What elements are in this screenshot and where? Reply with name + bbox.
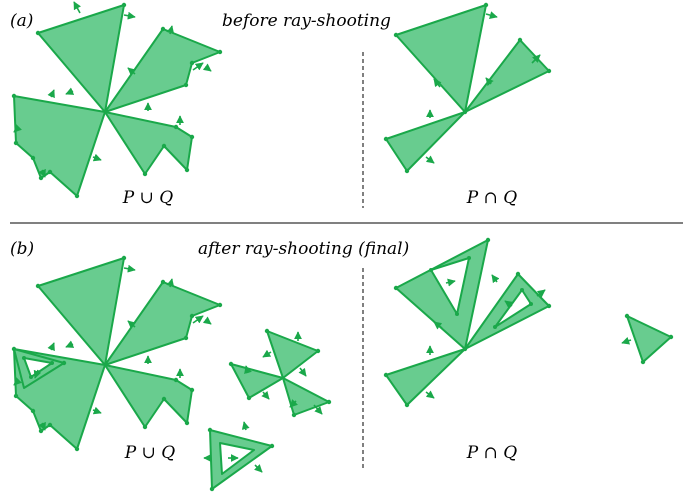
panel-a-label: (a) (10, 11, 33, 31)
panel-a-caption: before ray-shooting (222, 11, 391, 31)
panel-a-intersection-vertices (383, 2, 552, 174)
panel-b-union-vertices (11, 255, 223, 452)
panel-a-intersection-label: P ∩ Q (466, 188, 517, 208)
panel-b-union-label: P ∪ Q (124, 443, 175, 463)
union-bottom-fan (104, 111, 193, 175)
union-top-triangle (37, 4, 125, 113)
panel-a-union-vertices (11, 2, 223, 199)
panel-b-union-shape (13, 257, 221, 450)
panel-b-union-arrows (13, 264, 212, 431)
panel-a-intersection-shape (385, 4, 550, 172)
panel-b-holed-triangle (203, 421, 275, 492)
union-right-fan (104, 28, 221, 113)
panel-b-intersection-shape (385, 239, 672, 406)
panel-b-intersection-label: P ∩ Q (466, 443, 517, 463)
panel-b-pinwheel-arrows (244, 331, 323, 415)
panel-a-union-shape (13, 4, 221, 197)
panel-a-union-arrows (13, 1, 212, 178)
panel-b-intersection-vertices (383, 237, 674, 408)
panel-b-label: (b) (10, 239, 34, 259)
panel-b-caption: after ray-shooting (final) (198, 239, 409, 259)
intersection-left-triangle (385, 111, 466, 172)
panel-a-union-label: P ∪ Q (122, 188, 173, 208)
union-left-fan (13, 95, 106, 197)
intersection-top-triangle (395, 4, 487, 113)
panel-b-pinwheel-shape (230, 330, 330, 416)
panel-b-pinwheel-vertices (228, 328, 332, 418)
panel-a-intersection-arrows (425, 11, 541, 164)
panel-b-intersection-arrows (425, 274, 632, 399)
